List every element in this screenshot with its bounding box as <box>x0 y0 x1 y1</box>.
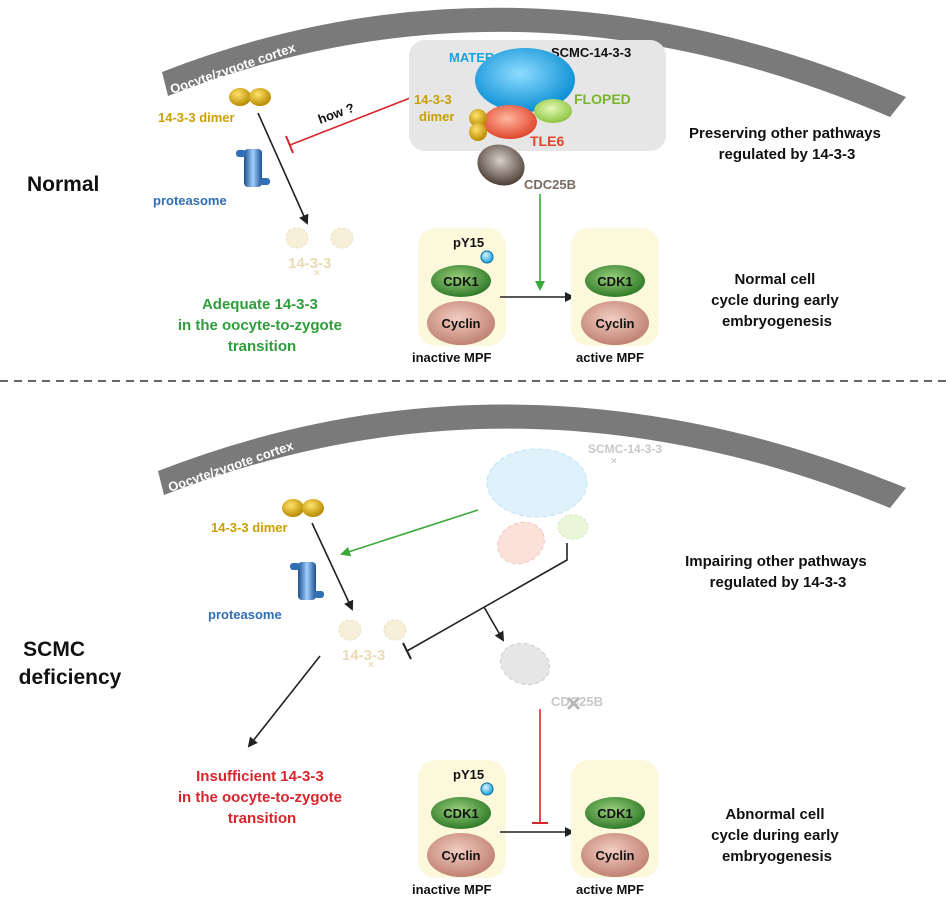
proteasome-icon <box>236 149 270 187</box>
cyclin-active-2 <box>581 833 649 877</box>
cdk1-active <box>585 265 645 297</box>
cdc25b-cross-icon: × <box>566 688 581 718</box>
green-arrow <box>340 509 479 557</box>
cdk1-inactive-2 <box>431 797 491 829</box>
cdc25b-icon <box>477 144 525 186</box>
cortex-band-2 <box>158 404 906 508</box>
degraded-label: 14-3-3 <box>288 255 331 272</box>
inactive-mpf-label-2: inactive MPF <box>412 882 492 897</box>
cycle-normal: Normal cell cycle during early embryogen… <box>711 271 843 330</box>
pathways-normal: Preserving other pathways regulated by 1… <box>689 125 885 163</box>
scmc-label: SCMC-14-3-3 <box>551 45 631 60</box>
cdc25b-label: CDC25B <box>524 177 576 192</box>
degraded-cross-icon-2: × <box>368 660 374 671</box>
outcome-deficiency: Insufficient 14-3-3 in the oocyte-to-zyg… <box>178 768 346 827</box>
normal-panel: Normal Oocyte/zygote cortex 14-3-3 dimer… <box>27 7 906 365</box>
scmc-cross-icon: × <box>611 456 617 467</box>
branch-line <box>406 543 568 652</box>
degradation-arrow <box>257 112 309 225</box>
inhibition-bar <box>285 135 294 154</box>
cdk1-active-label: CDK1 <box>597 274 632 289</box>
dimer-label-2: 14-3-3 dimer <box>211 520 288 535</box>
floped-label: FLOPED <box>574 91 631 107</box>
tle6-faded <box>497 521 545 565</box>
branch-bar <box>402 642 412 660</box>
complex-dimer-icon <box>469 109 487 141</box>
mater-label: MATER <box>449 50 495 65</box>
cyclin-active <box>581 301 649 345</box>
active-mpf-label-2: active MPF <box>576 882 644 897</box>
py15-label: pY15 <box>453 235 484 250</box>
tle6-icon <box>483 105 537 139</box>
floped-icon <box>534 99 572 123</box>
dimer-icon-2 <box>282 499 324 517</box>
phospho-icon-2 <box>480 782 494 796</box>
degraded-dimer-icon-2 <box>338 619 407 641</box>
cyclin-inactive-2 <box>427 833 495 877</box>
dimer-label: 14-3-3 dimer <box>158 110 235 125</box>
tle6-label: TLE6 <box>530 133 564 149</box>
normal-label: Normal <box>27 173 99 196</box>
degraded-dimer-icon <box>285 227 354 249</box>
active-mpf-label: active MPF <box>576 350 644 365</box>
cycle-deficiency: Abnormal cell cycle during early embryog… <box>711 806 843 865</box>
cyclin-active-label-2: Cyclin <box>595 848 634 863</box>
cdk1-inactive <box>431 265 491 297</box>
cortex-band <box>162 7 906 117</box>
mater-icon <box>475 48 575 112</box>
cdk1-inactive-label: CDK1 <box>443 274 478 289</box>
deficiency-panel: SCMC deficiency Oocyte/zygote cortex SCM… <box>19 404 906 897</box>
branch-arrow <box>483 606 504 642</box>
how-label: how ? <box>316 100 356 127</box>
dimer-icon <box>229 88 271 106</box>
cyclin-inactive-label-2: Cyclin <box>441 848 480 863</box>
mater-faded <box>486 448 588 518</box>
degraded-label-2: 14-3-3 <box>342 647 385 664</box>
phospho-icon <box>480 250 494 264</box>
cdc25b-faded-label: CDC25B <box>551 694 603 709</box>
cyclin-inactive-label: Cyclin <box>441 316 480 331</box>
cdk1-active-label-2: CDK1 <box>597 806 632 821</box>
cyclin-inactive <box>427 301 495 345</box>
cdk1-inactive-label-2: CDK1 <box>443 806 478 821</box>
pathways-deficiency: Impairing other pathways regulated by 14… <box>685 553 871 591</box>
proteasome-label: proteasome <box>153 193 227 208</box>
cyclin-active-label: Cyclin <box>595 316 634 331</box>
outcome-arrow <box>247 655 321 748</box>
proteasome-label-2: proteasome <box>208 607 282 622</box>
degradation-arrow-2 <box>311 522 354 611</box>
deficiency-label: SCMC deficiency <box>19 638 122 689</box>
py15-label-2: pY15 <box>453 767 484 782</box>
floped-faded <box>557 514 589 540</box>
cdk1-active-2 <box>585 797 645 829</box>
outcome-normal: Adequate 14-3-3 in the oocyte-to-zygote … <box>178 296 346 355</box>
inhibition-line <box>289 97 411 146</box>
inactive-mpf-label: inactive MPF <box>412 350 492 365</box>
cdc25b-faded <box>500 642 550 686</box>
degraded-cross-icon: × <box>314 268 320 279</box>
proteasome-icon-2 <box>290 562 324 600</box>
scmc-faded-label: SCMC-14-3-3 <box>588 442 662 456</box>
complex-dimer-label: 14-3-3 dimer <box>414 92 455 124</box>
